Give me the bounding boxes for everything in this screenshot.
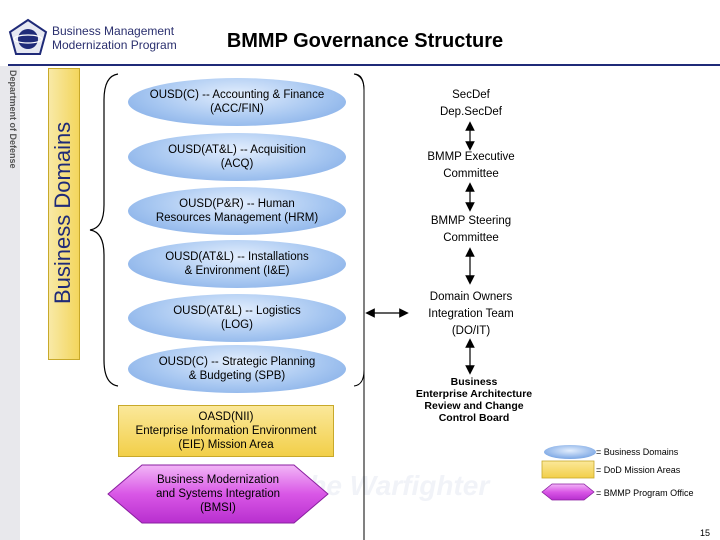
node-line2: Committee [443, 232, 499, 244]
domain-line2: (ACC/FIN) [210, 103, 264, 115]
node-line2: Dep.SecDef [439, 106, 502, 118]
page-title: BMMP Governance Structure [226, 30, 504, 52]
program-office-bmsi: Business Modernization and Systems Integ… [108, 465, 328, 523]
legend-program-office: = BMMP Program Office [596, 488, 694, 498]
node-line1: BMMP Steering [430, 215, 512, 227]
node-domain-owners: Domain Owners Integration Team (DO/IT) [398, 289, 544, 340]
node-line1: Business [450, 376, 498, 388]
page-number: 15 [700, 528, 711, 538]
legend-business-domains: = Business Domains [596, 447, 679, 457]
program-office-line3: (BMSI) [200, 502, 236, 514]
node-line2: Enterprise Architecture [415, 388, 533, 400]
legend-swatch-program-office [541, 483, 595, 501]
node-steering-committee: BMMP Steering Committee [398, 213, 544, 247]
domain-line2: & Environment (I&E) [184, 265, 290, 277]
legend-mission-areas: = DoD Mission Areas [596, 465, 681, 475]
node-line2: Committee [443, 168, 499, 180]
program-name-line1: Business Management [52, 24, 175, 38]
dod-side-strip [0, 66, 20, 540]
domain-line1: OUSD(P&R) -- Human [179, 198, 295, 210]
domain-line1: OUSD(C) -- Accounting & Finance [149, 89, 325, 101]
mission-area-line2: Enterprise Information Environment [135, 425, 317, 437]
node-secdef: SecDef Dep.SecDef [398, 87, 544, 121]
node-executive-committee: BMMP Executive Committee [398, 149, 544, 183]
node-line1: BMMP Executive [427, 151, 515, 163]
program-office-line1: Business Modernization [156, 474, 280, 486]
bmsi-hexagon [107, 464, 329, 524]
node-line1: SecDef [452, 89, 490, 101]
program-name-line2: Modernization Program [52, 38, 177, 52]
domain-line1: OUSD(C) -- Strategic Planning [158, 356, 316, 368]
dod-vertical-text: Department of Defense [8, 70, 18, 169]
node-line4: Control Board [438, 412, 510, 424]
mission-area-eie: OASD(NII) Enterprise Information Environ… [118, 405, 334, 457]
domain-line2: & Budgeting (SPB) [188, 370, 286, 382]
mission-area-line3: (EIE) Mission Area [178, 439, 274, 451]
node-line3: Review and Change [424, 400, 524, 412]
business-domains-panel [48, 68, 80, 360]
legend-swatch-mission-areas [541, 460, 595, 479]
domain-spb: OUSD(C) -- Strategic Planning & Budgeting… [128, 345, 346, 393]
program-name: Business Management Modernization Progra… [52, 24, 177, 52]
watermark: the Warfighter [300, 470, 490, 501]
node-line2: Integration Team [428, 308, 514, 320]
legend-swatch-business-domains [544, 445, 596, 459]
domain-line2: Resources Management (HRM) [155, 212, 319, 224]
domain-line2: (ACQ) [220, 158, 254, 170]
domain-line1: OUSD(AT&L) -- Acquisition [168, 144, 306, 156]
node-line1: Domain Owners [429, 291, 513, 303]
mission-area-line1: OASD(NII) [198, 411, 254, 423]
domain-acq: OUSD(AT&L) -- Acquisition (ACQ) [128, 133, 346, 181]
domain-log: OUSD(AT&L) -- Logistics (LOG) [128, 294, 346, 342]
domain-acc-fin: OUSD(C) -- Accounting & Finance (ACC/FIN) [128, 78, 346, 126]
domains-bracket [89, 73, 119, 387]
domain-line1: OUSD(AT&L) -- Logistics [173, 305, 301, 317]
node-change-control-board: Business Enterprise Architecture Review … [406, 376, 542, 424]
program-office-line2: and Systems Integration [155, 488, 280, 500]
header-divider [8, 64, 720, 66]
domain-line1: OUSD(AT&L) -- Installations [165, 251, 309, 263]
bmmp-logo-icon [8, 18, 48, 58]
domain-line2: (LOG) [221, 319, 253, 331]
node-line3: (DO/IT) [451, 325, 491, 337]
domain-ie: OUSD(AT&L) -- Installations & Environment… [128, 240, 346, 288]
